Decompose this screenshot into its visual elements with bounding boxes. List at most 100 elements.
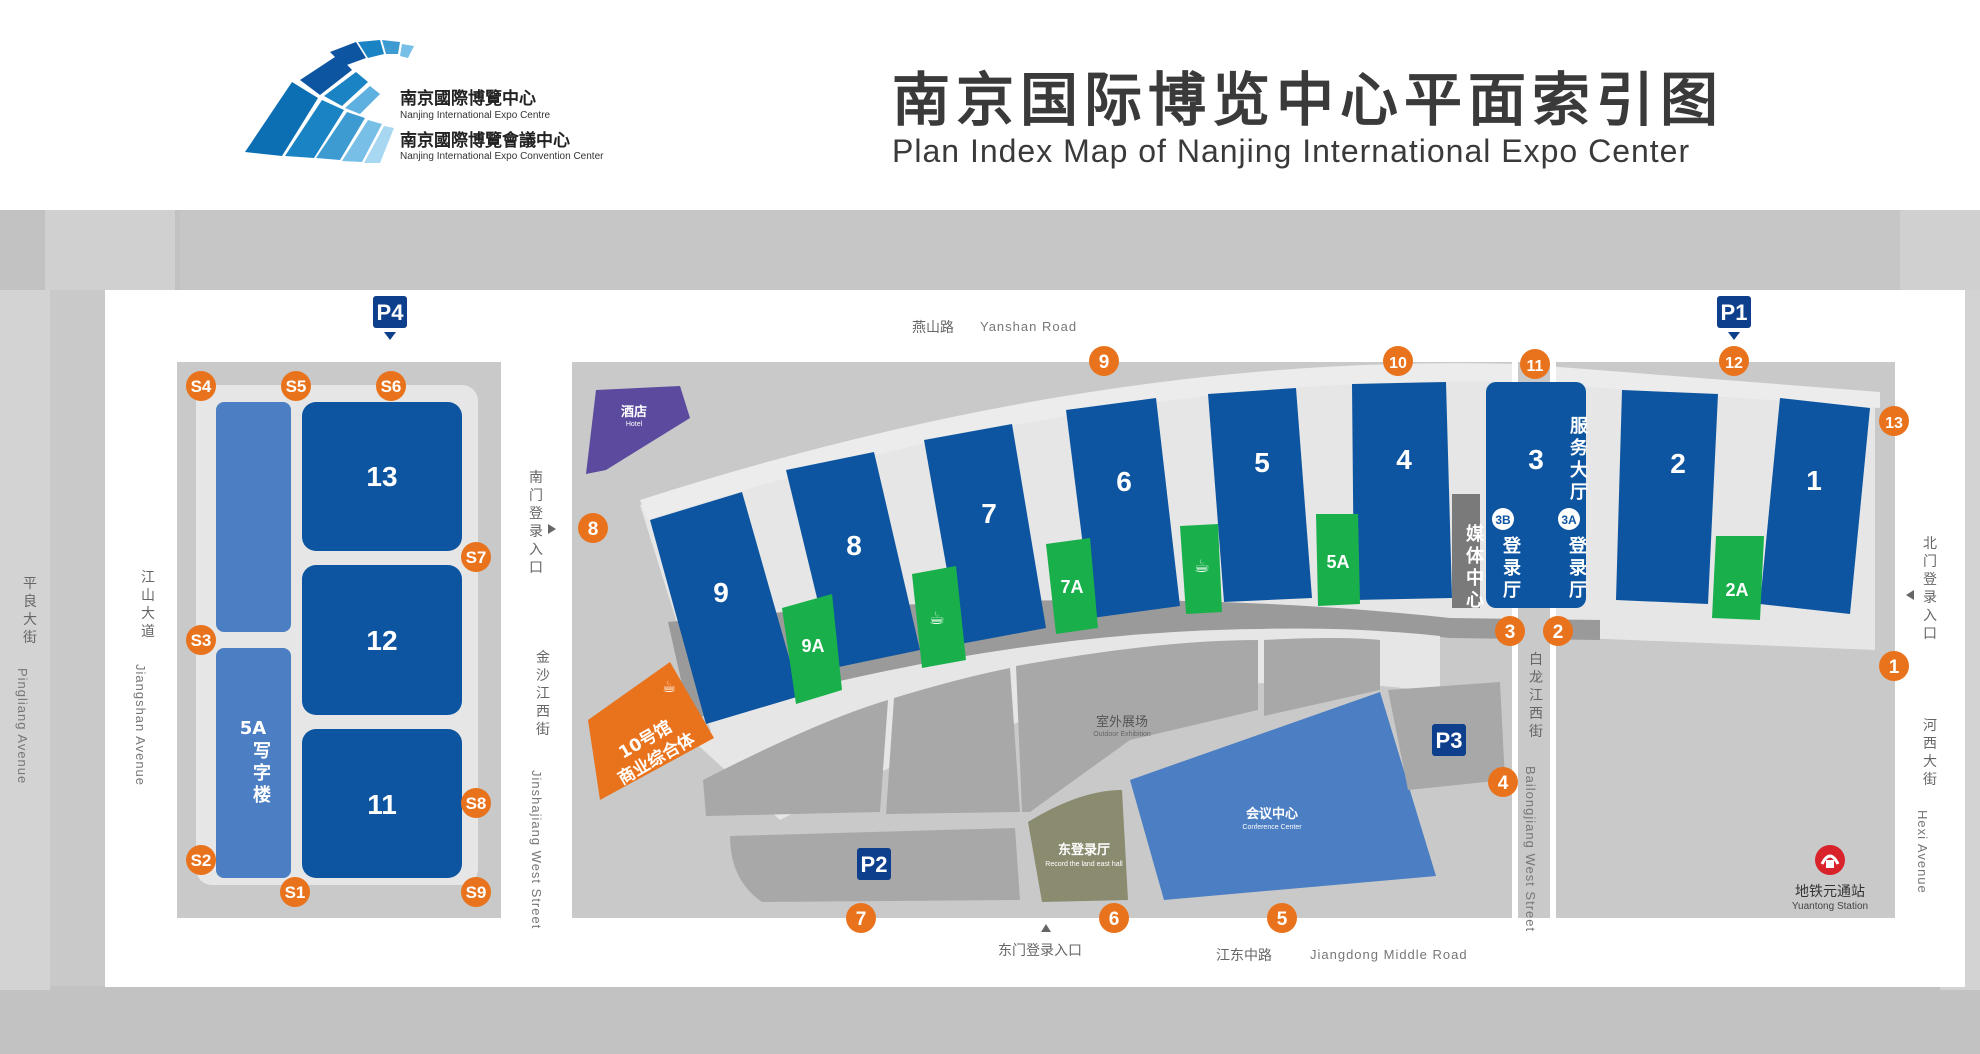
hall-6-label: 6 [1116,466,1132,497]
road-far-west-label: 平良大街 [23,576,37,646]
gate-3[interactable] [1495,616,1525,646]
conference-center-label: 会议中心 [1246,806,1298,822]
hall-10-commercial[interactable] [588,662,714,800]
gate-1[interactable] [1879,651,1909,681]
hall-3-label: 3 [1528,444,1544,475]
hall-5-label: 5 [1254,447,1270,478]
gate-2[interactable] [1543,616,1573,646]
road-east-label-en: Hexi Avenue [1915,810,1930,894]
hall-1-label: 1 [1806,465,1822,496]
hall-4-label: 4 [1396,444,1412,475]
page-title-en: Plan Index Map of Nanjing International … [892,133,1690,169]
office-tower-5a[interactable] [216,648,291,878]
gate-s1[interactable] [280,877,310,907]
parking-p1-badge[interactable] [1717,296,1751,328]
hall-13-label: 13 [366,461,397,492]
parking-p4-badge[interactable] [373,296,407,328]
hall-7-label: 7 [981,498,997,529]
gate-s2-label: S2 [191,851,212,870]
hall-7a-label: 7A [1060,577,1083,597]
road-east-mid-label: 白龙江西街 [1529,652,1543,740]
parking-p2-badge[interactable] [857,848,891,880]
gate-s7-label: S7 [466,548,487,567]
hall-9a-label: 9A [801,636,824,656]
hall-11[interactable] [302,729,462,878]
gate-3-label: 3 [1505,622,1516,643]
hall-7a[interactable] [1046,538,1098,634]
logo-line2-cn: 南京國際博覽會議中心 [400,130,570,151]
hall-9[interactable] [650,492,800,724]
reg-hall-3a-label: 登录厅 [1568,535,1588,601]
gate-s4-label: S4 [191,377,212,396]
hall-2a-label: 2A [1725,580,1748,600]
hall-banquet-8-7[interactable] [912,566,966,668]
arrow-right-icon [548,524,556,534]
gate-s7[interactable] [461,542,491,572]
gate-s2[interactable] [186,845,216,875]
hall-12-label: 12 [366,625,397,656]
road-east-label: 河西大街 [1923,718,1937,788]
gate-5[interactable] [1267,903,1297,933]
gate-4-label: 4 [1498,773,1509,794]
gate-9[interactable] [1089,346,1119,376]
hall-5[interactable] [1208,388,1312,602]
hall-13[interactable] [302,402,462,551]
hall-3[interactable] [1486,382,1586,608]
gate-11-label: 11 [1527,358,1544,375]
hall-2-label: 2 [1670,448,1686,479]
expo-logo [245,40,414,163]
south-gate-markers [186,371,491,907]
metro-station [1815,845,1845,875]
outdoor-lot-4[interactable] [1264,638,1380,716]
exhibition-halls [586,382,1870,800]
east-registration-hall[interactable] [1028,790,1128,902]
road-middle-label: 金沙江西街 [536,650,550,738]
conference-center[interactable] [1130,692,1436,900]
road-east-mid-label-en: Bailongjiang West Street [1523,766,1538,932]
road-west-label: 江山大道 [141,570,155,640]
gate-1-label: 1 [1889,657,1900,678]
gate-s9[interactable] [461,877,491,907]
hall-4[interactable] [1352,382,1452,600]
south-entrance-label: 南门登录入口 [529,470,543,576]
outdoor-exhibition[interactable] [1016,640,1258,812]
gate-11[interactable] [1520,349,1550,379]
outdoor-lot-1[interactable] [703,700,888,816]
gate-10[interactable] [1383,346,1413,376]
hall-9a[interactable] [782,594,842,704]
gate-s4[interactable] [186,371,216,401]
hall-banquet-6-5[interactable] [1180,524,1222,614]
hall-12[interactable] [302,565,462,715]
media-center[interactable] [1452,494,1480,608]
hall-1[interactable] [1760,398,1870,614]
gate-6[interactable] [1099,903,1129,933]
outdoor-exhibition-label-en: Outdoor Exhibition [1093,731,1151,738]
hall-2a[interactable] [1712,536,1764,620]
hall-8[interactable] [786,452,920,668]
hotel[interactable] [586,386,690,474]
logo-line1-en: Nanjing International Expo Centre [400,110,551,121]
parking-p3-badge[interactable] [1432,724,1466,756]
gate-4[interactable] [1488,767,1518,797]
gate-s6[interactable] [376,371,406,401]
hall-11-label: 11 [367,789,397,820]
gate-s6-label: S6 [381,377,402,396]
west-block [177,362,501,918]
outdoor-lot-2[interactable] [886,668,1020,814]
hall-6[interactable] [1066,398,1180,618]
gate-s5-label: S5 [286,377,307,396]
gate-13[interactable] [1879,406,1909,436]
hall-5a[interactable] [1316,514,1360,606]
hotel-label: 酒店 [621,404,647,420]
gate-s3[interactable] [186,625,216,655]
gate-s8[interactable] [461,788,491,818]
hall-5a-label: 5A [1326,552,1349,572]
gate-12[interactable] [1719,346,1749,376]
restaurant-icon: ☕ [929,608,945,629]
gate-s5[interactable] [281,371,311,401]
gate-7[interactable] [846,903,876,933]
hall-2[interactable] [1616,390,1718,604]
gate-8[interactable] [578,513,608,543]
office-tower-north[interactable] [216,402,291,632]
